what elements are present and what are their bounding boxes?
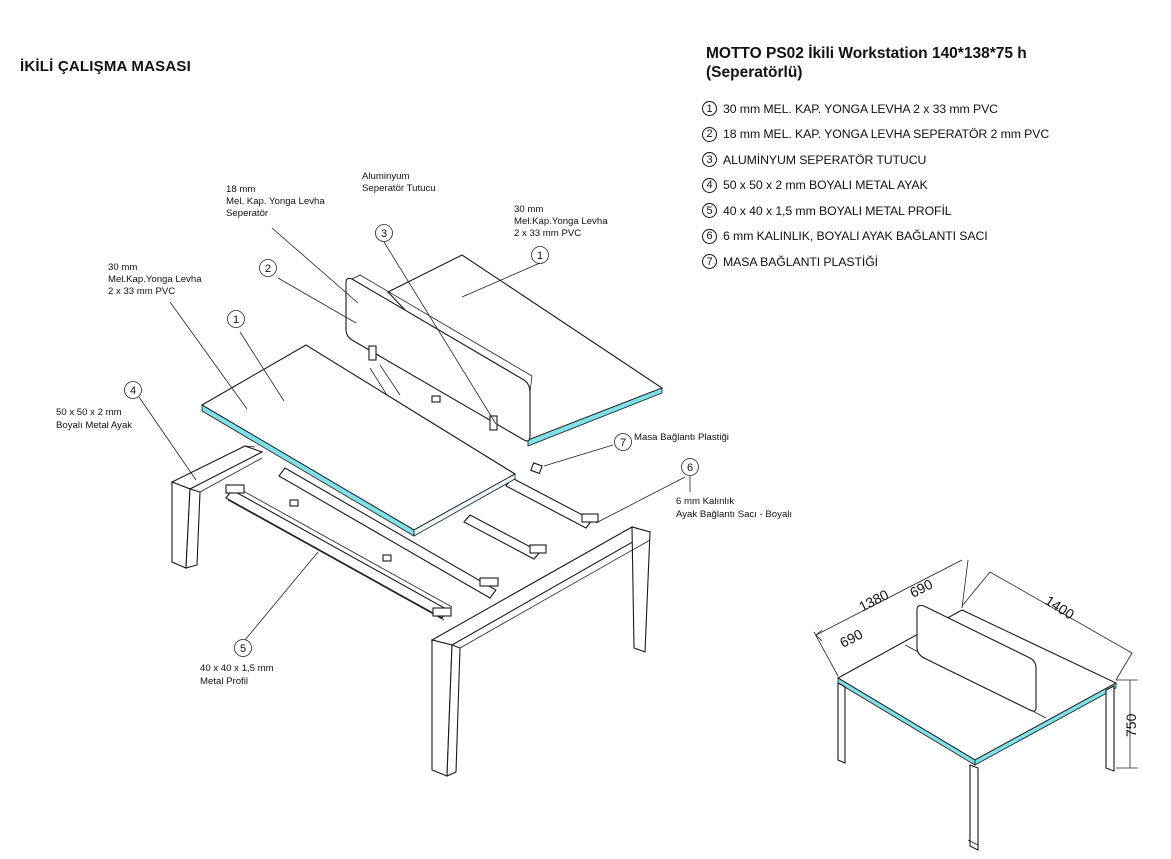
legend-text: 30 mm MEL. KAP. YONGA LEVHA 2 x 33 mm PV… — [723, 101, 998, 116]
callout-1-right-line2: Mel.Kap.Yonga Levha — [514, 216, 608, 227]
callout-5-line1: 40 x 40 x 1,5 mm — [200, 663, 274, 674]
legend-item: 5 40 x 40 x 1,5 mm BOYALI METAL PROFİL — [702, 198, 1049, 224]
legend-number: 4 — [702, 177, 717, 193]
callout-2-line3: Seperatör — [226, 208, 269, 219]
right-leg-frame — [430, 526, 652, 777]
callout-6-line1: 6 mm Kalınlık — [676, 496, 734, 507]
legend-number: 3 — [702, 152, 717, 168]
callout-1-left-line2: Mel.Kap.Yonga Levha — [108, 274, 202, 285]
legend-item: 6 6 mm KALINLIK, BOYALI AYAK BAĞLANTI SAC… — [702, 224, 1049, 250]
callout-3-line2: Seperatör Tutucu — [362, 183, 436, 194]
legend-text: MASA BAĞLANTI PLASTİĞİ — [723, 254, 878, 269]
callout-1-left-line1: 30 mm — [108, 262, 137, 273]
leader-lines — [138, 227, 691, 641]
dim-depth: 1400 — [1042, 592, 1077, 622]
page-title: İKİLİ ÇALIŞMA MASASI — [20, 58, 191, 75]
legend-text: ALUMİNYUM SEPERATÖR TUTUCU — [723, 152, 927, 167]
dim-width-total: 1380 — [856, 586, 891, 614]
front-desktop — [200, 344, 517, 537]
legend-number: 5 — [702, 203, 717, 219]
callout-7-number: 7 — [620, 437, 626, 449]
legend-item: 7 MASA BAĞLANTI PLASTİĞİ — [702, 249, 1049, 275]
dim-half-b: 690 — [907, 576, 935, 601]
callout-4-line1: 50 x 50 x 2 mm — [56, 407, 122, 418]
legend-text: 6 mm KALINLIK, BOYALI AYAK BAĞLANTI SACI — [723, 229, 988, 244]
assembled-view: 1380 690 690 1400 750 — [813, 559, 1139, 851]
legend-item: 1 30 mm MEL. KAP. YONGA LEVHA 2 x 33 mm P… — [702, 96, 1049, 122]
callout-1-right-number: 1 — [537, 250, 543, 262]
callout-5-number: 5 — [240, 643, 246, 655]
parts-legend: 1 30 mm MEL. KAP. YONGA LEVHA 2 x 33 mm P… — [702, 96, 1049, 275]
product-title: MOTTO PS02 İkili Workstation 140*138*75 … — [706, 44, 1146, 82]
callout-1-left-number: 1 — [233, 314, 239, 326]
callout-6-number: 6 — [687, 462, 693, 474]
legend-number: 2 — [702, 126, 717, 142]
callout-1-right-line1: 30 mm — [514, 204, 543, 215]
callout-2-number: 2 — [265, 263, 271, 275]
callout-4-number: 4 — [130, 385, 136, 397]
separator-panel — [345, 274, 533, 442]
callout-6-line2: Ayak Bağlantı Sacı - Boyalı — [676, 509, 792, 520]
callout-markers: 1 2 3 1 4 5 6 7 — [124, 224, 699, 657]
left-leg-frame — [170, 445, 264, 569]
callout-labels: 30 mm Mel.Kap.Yonga Levha 2 x 33 mm PVC … — [56, 171, 792, 687]
legend-number: 1 — [702, 101, 717, 117]
legend-item: 2 18 mm MEL. KAP. YONGA LEVHA SEPERATÖR 2… — [702, 122, 1049, 148]
callout-2-line2: Mel. Kap. Yonga Levha — [226, 196, 325, 207]
callout-1-right-line3: 2 x 33 mm PVC — [514, 228, 581, 239]
callout-5-line2: Metal Profil — [200, 676, 248, 687]
metal-profile-bars — [225, 364, 599, 621]
legend-item: 3 ALUMİNYUM SEPERATÖR TUTUCU — [702, 147, 1049, 173]
connector-plastic — [530, 462, 543, 475]
legend-text: 50 x 50 x 2 mm BOYALI METAL AYAK — [723, 178, 928, 193]
callout-3-line1: Aluminyum — [362, 171, 409, 182]
legend-text: 40 x 40 x 1,5 mm BOYALI METAL PROFİL — [723, 203, 952, 218]
callout-4-line2: Boyalı Metal Ayak — [56, 420, 132, 431]
back-desktop — [387, 254, 664, 447]
legend-number: 7 — [702, 254, 717, 270]
callout-7-text: Masa Bağlantı Plastiği — [634, 432, 729, 443]
callout-2-line1: 18 mm — [226, 184, 255, 195]
product-title-line1: MOTTO PS02 İkili Workstation 140*138*75 … — [706, 45, 1027, 62]
callout-1-left-line3: 2 x 33 mm PVC — [108, 286, 175, 297]
legend-item: 4 50 x 50 x 2 mm BOYALI METAL AYAK — [702, 173, 1049, 199]
dim-half-a: 690 — [837, 626, 865, 651]
callout-3-number: 3 — [381, 228, 387, 240]
product-title-line2: (Seperatörlü) — [706, 64, 803, 81]
dim-height: 750 — [1123, 713, 1139, 737]
legend-text: 18 mm MEL. KAP. YONGA LEVHA SEPERATÖR 2 … — [723, 127, 1050, 142]
legend-number: 6 — [702, 228, 717, 244]
